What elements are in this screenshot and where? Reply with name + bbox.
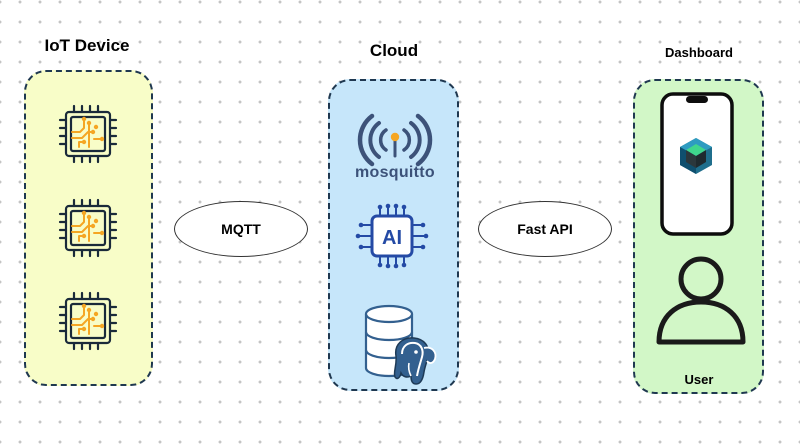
fastapi-connector: Fast API [478, 201, 612, 257]
ai-logo-text: AI [382, 227, 402, 249]
cloud-title: Cloud [369, 41, 419, 60]
app-logo-icon [680, 138, 712, 174]
postgresql-elephant-icon [393, 337, 437, 385]
dashboard-title: Dashboard [665, 45, 733, 60]
database-icon [364, 304, 437, 385]
mosquitto-logo-text: mosquitto [355, 164, 435, 181]
fastapi-label: Fast API [517, 221, 573, 237]
mqtt-label: MQTT [221, 221, 261, 237]
iot-device-title: IoT Device [44, 36, 130, 55]
microchip-icon [58, 291, 118, 351]
smartphone-icon [660, 92, 734, 236]
mosquitto-logo-icon: mosquitto [355, 113, 435, 181]
user-label: User [684, 372, 714, 387]
microchip-icon [58, 198, 118, 258]
microchip-icon [58, 104, 118, 164]
user-icon [656, 256, 746, 345]
ai-chip-icon: AI [355, 203, 429, 269]
mqtt-connector: MQTT [174, 201, 308, 257]
